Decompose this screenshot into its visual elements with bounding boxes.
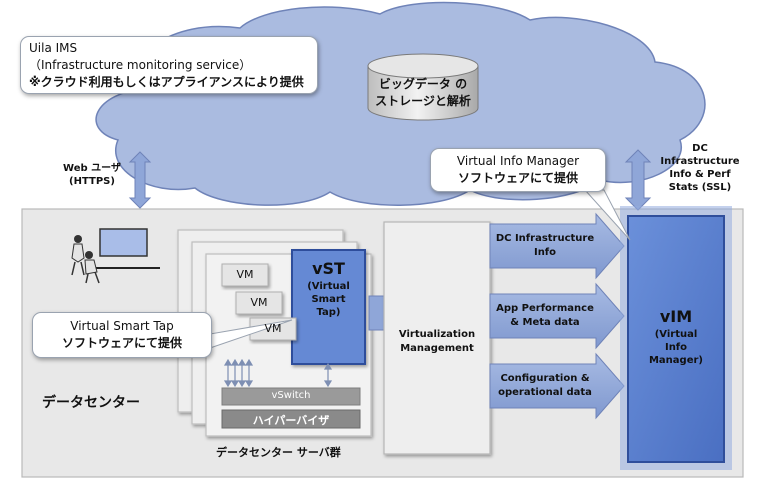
vm-cards bbox=[221, 263, 297, 341]
web-user-double-arrow bbox=[128, 151, 152, 209]
vst-sub2: Smart bbox=[311, 294, 346, 305]
bigdata-label: ビッグデータ の ストレージと解析 bbox=[370, 76, 476, 110]
dc-line2: Infrastructure bbox=[660, 156, 740, 167]
ims-service-desc: （Infrastructure monitoring service） bbox=[29, 58, 252, 72]
dc-line4: Stats (SSL) bbox=[668, 182, 732, 193]
flow-label-infra: DC Infrastructure Info bbox=[492, 232, 598, 260]
vst-callout-line1: Virtual Smart Tap bbox=[70, 319, 174, 333]
vm-label-1: VM bbox=[236, 268, 254, 281]
flow1-line1: DC Infrastructure bbox=[495, 233, 595, 244]
virtualization-label: Virtualization Management bbox=[384, 328, 490, 356]
vim-box bbox=[627, 215, 725, 463]
vim-sub2: Info bbox=[664, 342, 688, 353]
vim-sub1: (Virtual bbox=[654, 329, 698, 340]
flow-label-config: Configuration & operational data bbox=[492, 372, 598, 400]
flow3-line2: operational data bbox=[498, 387, 592, 398]
flow-label-app: App Performance & Meta data bbox=[492, 302, 598, 330]
flow2-line2: & Meta data bbox=[510, 317, 580, 328]
vm-label-3: VM bbox=[264, 322, 282, 335]
bigdata-line1: ビッグデータ の bbox=[378, 77, 468, 91]
virtualization-management-box bbox=[383, 221, 491, 455]
ims-service-note: ※クラウド利用もしくはアプライアンスにより提供 bbox=[29, 75, 304, 89]
vst-box bbox=[291, 249, 366, 365]
users-at-monitor-icon bbox=[71, 228, 160, 284]
vst-label: vST (Virtual Smart Tap) bbox=[292, 258, 365, 319]
vst-sub3: Tap) bbox=[316, 307, 341, 318]
vswitch-label: vSwitch bbox=[271, 390, 311, 401]
flow3-line1: Configuration & bbox=[500, 373, 590, 384]
vst-sub1: (Virtual bbox=[307, 281, 350, 292]
bigdata-line2: ストレージと解析 bbox=[375, 94, 471, 108]
datacenter-label: データセンター bbox=[42, 395, 140, 411]
vswitch-bar bbox=[221, 387, 361, 406]
vim-label: vIM (Virtual Info Manager) bbox=[628, 306, 724, 367]
web-user-line2: (HTTPS) bbox=[69, 176, 115, 187]
server-group-label: データセンター サーバ群 bbox=[216, 446, 341, 459]
dc-line1: DC bbox=[692, 143, 708, 154]
virt-line1: Virtualization bbox=[398, 329, 476, 340]
dc-line3: Info & Perf bbox=[669, 169, 731, 180]
flow1-line2: Info bbox=[533, 247, 557, 258]
dc-info-label: DC Infrastructure Info & Perf Stats (SSL… bbox=[650, 142, 750, 194]
vst-title: vST bbox=[312, 259, 345, 278]
vst-callout-line2: ソフトウェアにて提供 bbox=[61, 336, 182, 350]
database-cylinder-icon bbox=[367, 53, 479, 121]
hypervisor-label: ハイパーバイザ bbox=[252, 414, 330, 427]
ims-service-name: Uila IMS bbox=[29, 41, 78, 55]
flow2-line1: App Performance bbox=[496, 303, 594, 314]
ims-callout: Uila IMS （Infrastructure monitoring serv… bbox=[20, 36, 318, 94]
flow-arrows bbox=[489, 212, 625, 420]
web-user-line1: Web ユーザ bbox=[63, 163, 121, 174]
vm-vswitch-arrows bbox=[223, 358, 333, 388]
vim-callout-line1: Virtual Info Manager bbox=[456, 154, 580, 168]
hypervisor-bar bbox=[221, 409, 361, 429]
vim-callout: Virtual Info Manager ソフトウェアにて提供 bbox=[430, 148, 606, 192]
web-user-label: Web ユーザ (HTTPS) bbox=[58, 162, 126, 188]
vm-label-2: VM bbox=[250, 296, 268, 309]
virt-line2: Management bbox=[400, 343, 474, 354]
vim-title: vIM bbox=[659, 307, 693, 326]
vst-connector bbox=[368, 295, 386, 331]
vim-sub3: Manager) bbox=[648, 355, 703, 366]
vst-callout: Virtual Smart Tap ソフトウェアにて提供 bbox=[32, 312, 212, 358]
vim-callout-line2: ソフトウェアにて提供 bbox=[457, 171, 578, 185]
